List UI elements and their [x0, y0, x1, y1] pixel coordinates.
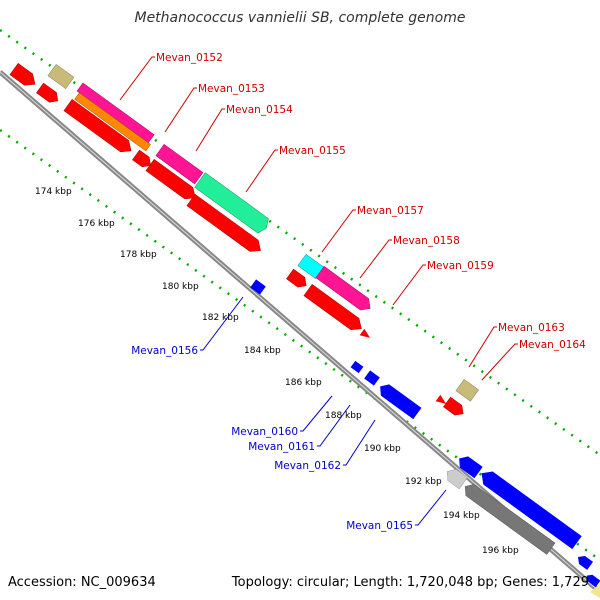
- gene-arrow[interactable]: [36, 82, 61, 106]
- gene-label-mevan-0161[interactable]: Mevan_0161: [248, 441, 315, 453]
- gene-arrow[interactable]: [315, 265, 374, 314]
- gene-label-mevan-0153[interactable]: Mevan_0153: [198, 83, 265, 95]
- gene-label-mevan-0164[interactable]: Mevan_0164: [519, 339, 586, 351]
- gene-label-mevan-0157[interactable]: Mevan_0157: [357, 205, 424, 217]
- tick-label: 188 kbp: [325, 411, 362, 421]
- reverse-genes: [250, 279, 600, 588]
- gene-label-mevan-0152[interactable]: Mevan_0152: [156, 52, 223, 64]
- tick-label: 176 kbp: [78, 219, 115, 229]
- forward-genes: [9, 62, 480, 418]
- gene-label-mevan-0165[interactable]: Mevan_0165: [346, 520, 413, 532]
- tick-label: 196 kbp: [482, 546, 519, 556]
- forward-gene-labels: Mevan_0152 Mevan_0153 Mevan_0154 Mevan_0…: [156, 52, 586, 351]
- gene-arrow[interactable]: [9, 62, 39, 90]
- gene-arrow[interactable]: [584, 572, 600, 588]
- gene-arrow[interactable]: [250, 279, 266, 295]
- gene-arrow[interactable]: [350, 360, 364, 374]
- tick-label: 194 kbp: [443, 511, 480, 521]
- reverse-label-lines: [200, 296, 447, 526]
- gene-arrow[interactable]: [461, 481, 556, 555]
- gene-arrow[interactable]: [455, 378, 480, 402]
- tick-label: 182 kbp: [202, 313, 239, 323]
- gene-arrow[interactable]: [74, 92, 151, 152]
- tick-label: 178 kbp: [120, 250, 157, 260]
- gene-label-mevan-0154[interactable]: Mevan_0154: [226, 104, 293, 116]
- tick-label: 192 kbp: [405, 477, 442, 487]
- gene-arrow[interactable]: [435, 394, 449, 407]
- gene-arrow[interactable]: [443, 466, 468, 490]
- accession-text: Accession: NC_009634: [8, 575, 156, 590]
- tick-label: 184 kbp: [244, 346, 281, 356]
- gene-label-mevan-0158[interactable]: Mevan_0158: [393, 235, 460, 247]
- gene-arrow[interactable]: [63, 98, 135, 156]
- forward-label-lines: [119, 56, 518, 381]
- gene-arrow[interactable]: [132, 149, 154, 170]
- gene-label-mevan-0162[interactable]: Mevan_0162: [274, 460, 341, 472]
- gene-arrow[interactable]: [376, 381, 422, 420]
- tick-label: 180 kbp: [162, 282, 199, 292]
- gene-arrow[interactable]: [186, 193, 265, 256]
- gene-label-mevan-0156[interactable]: Mevan_0156: [131, 345, 198, 357]
- tick-label: 174 kbp: [35, 187, 72, 197]
- gene-arrow[interactable]: [443, 396, 466, 418]
- gene-arrow[interactable]: [47, 63, 75, 89]
- gene-arrow[interactable]: [364, 370, 380, 386]
- marker-icon: [590, 584, 600, 598]
- tick-label: 186 kbp: [285, 378, 322, 388]
- gene-label-mevan-0163[interactable]: Mevan_0163: [498, 322, 565, 334]
- kbp-ticks: 174 kbp 176 kbp 178 kbp 180 kbp 182 kbp …: [35, 187, 519, 556]
- gene-arrow[interactable]: [297, 253, 325, 279]
- gene-label-mevan-0160[interactable]: Mevan_0160: [231, 426, 298, 438]
- gene-arrow[interactable]: [194, 172, 272, 236]
- gene-arrow[interactable]: [155, 143, 204, 185]
- gene-arrow[interactable]: [477, 467, 582, 550]
- gene-arrow[interactable]: [145, 158, 200, 203]
- map-title: Methanococcus vannielii SB, complete gen…: [134, 10, 465, 26]
- gene-label-mevan-0159[interactable]: Mevan_0159: [427, 260, 494, 272]
- gene-arrow[interactable]: [359, 328, 373, 341]
- reverse-gene-labels: Mevan_0156 Mevan_0160 Mevan_0161 Mevan_0…: [131, 345, 413, 532]
- gene-arrow[interactable]: [455, 453, 483, 479]
- gene-label-mevan-0155[interactable]: Mevan_0155: [279, 145, 346, 157]
- gene-arrow[interactable]: [286, 268, 309, 290]
- gene-arrow[interactable]: [303, 283, 366, 334]
- topology-summary: Topology: circular; Length: 1,720,048 bp…: [231, 575, 589, 590]
- gene-arrow[interactable]: [575, 553, 594, 570]
- tick-label: 190 kbp: [364, 444, 401, 454]
